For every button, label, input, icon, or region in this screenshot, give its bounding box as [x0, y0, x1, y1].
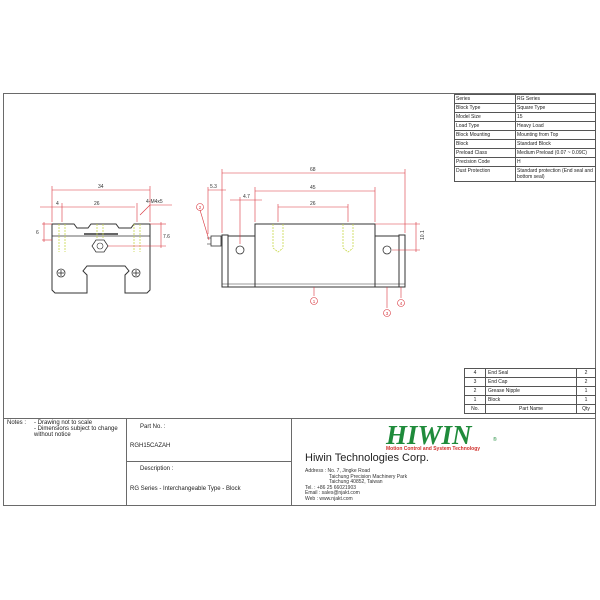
- svg-text:5.3: 5.3: [210, 184, 217, 190]
- drawing-frame: [3, 93, 596, 506]
- address-line: Taichung Precision Machinery Park: [329, 473, 408, 480]
- partno-description-divider: [126, 461, 291, 462]
- part-no-value: RGH15CAZAH: [130, 443, 171, 449]
- hiwin-logo: HIWIN: [386, 420, 472, 450]
- header-no: No.: [464, 404, 486, 414]
- header-part-name: Part Name: [485, 404, 577, 414]
- side-view: [207, 223, 406, 288]
- company-name: Hiwin Technologies Corp.: [305, 452, 429, 464]
- notes-label: Notes :: [7, 420, 27, 426]
- part-name: Grease Nipple: [485, 386, 577, 396]
- svg-text:6: 6: [36, 230, 39, 236]
- svg-text:10.1: 10.1: [420, 230, 426, 240]
- address-line: Address : No. 7, Jingke Road: [305, 468, 371, 474]
- part-no: 3: [464, 377, 486, 387]
- spec-value: Standard protection (End seal and bottom…: [515, 166, 596, 182]
- spec-label: Block Mounting: [454, 130, 516, 140]
- svg-text:68: 68: [310, 167, 316, 173]
- notes-line-3: without notice: [34, 432, 71, 438]
- notes-divider: [126, 418, 127, 506]
- spec-value: Medium Preload (0.07 ~ 0.09C): [515, 148, 596, 158]
- part-name: End Seal: [485, 368, 577, 378]
- part-no: 1: [464, 395, 486, 405]
- front-view-dim-labels: 34 26 4 4-M4x5 6 7.6: [36, 184, 170, 240]
- spec-label: Block: [454, 139, 516, 149]
- balloon-3: 3: [386, 311, 389, 316]
- spec-label: Block Type: [454, 103, 516, 113]
- part-qty: 1: [576, 395, 596, 405]
- spec-label: Model Size: [454, 112, 516, 122]
- spec-label: Load Type: [454, 121, 516, 131]
- description-label: Description :: [140, 466, 174, 472]
- balloon-1: 1: [313, 299, 316, 304]
- part-name: Block: [485, 395, 577, 405]
- svg-text:45: 45: [310, 185, 316, 191]
- spec-label: Series: [454, 94, 516, 104]
- description-value: RG Series - Interchangeable Type - Block: [130, 486, 241, 492]
- svg-text:26: 26: [310, 201, 316, 207]
- spec-value: Heavy Load: [515, 121, 596, 131]
- side-view-dim-labels: 68 45 26 5.3 4.7 10.1: [210, 167, 426, 240]
- part-no-label: Part No. :: [140, 424, 166, 430]
- part-no: 4: [464, 368, 486, 378]
- svg-text:4.7: 4.7: [243, 194, 250, 200]
- email-link[interactable]: Email : sales@njakt.com: [305, 490, 360, 496]
- part-no: 2: [464, 386, 486, 396]
- spec-value: H: [515, 157, 596, 167]
- header-qty: Qty: [576, 404, 596, 414]
- company-divider: [291, 418, 292, 506]
- tel-line: Tel. : +86 25 66021903: [305, 484, 357, 491]
- front-view-threads: [58, 224, 141, 252]
- spec-value: Standard Block: [515, 139, 596, 149]
- spec-label: Preload Class: [454, 148, 516, 158]
- registered-mark: ®: [493, 437, 497, 443]
- address-line: Taichung 40852, Taiwan: [329, 479, 383, 485]
- company-tagline: Motion Control and System Technology: [386, 446, 481, 452]
- notes-line-1: - Drawing not to scale: [34, 420, 93, 426]
- spec-value: Mounting from Top: [515, 130, 596, 140]
- web-link[interactable]: Web : www.njakt.com: [305, 495, 353, 502]
- balloon-labels: 2 1 3 4: [199, 205, 403, 316]
- spec-value: RG Series: [515, 94, 596, 104]
- svg-text:26: 26: [94, 201, 100, 207]
- side-view-dimensions: [196, 169, 420, 317]
- svg-text:4: 4: [56, 201, 59, 207]
- part-qty: 2: [576, 368, 596, 378]
- spec-value: Square Type: [515, 103, 596, 113]
- company-address: Address : No. 7, Jingke Road Taichung Pr…: [305, 468, 408, 502]
- spec-label: Precision Code: [454, 157, 516, 167]
- svg-text:7.6: 7.6: [163, 234, 170, 240]
- svg-text:4-M4x5: 4-M4x5: [146, 199, 163, 205]
- notes-line-2: - Dimensions subject to change: [34, 426, 118, 432]
- balloon-4: 4: [400, 301, 403, 306]
- part-name: End Cap: [485, 377, 577, 387]
- front-view: [51, 223, 151, 294]
- side-view-threads: [272, 224, 354, 253]
- part-qty: 1: [576, 386, 596, 396]
- balloon-2: 2: [199, 205, 202, 210]
- spec-value: 15: [515, 112, 596, 122]
- spec-label: Dust Protection: [454, 166, 516, 182]
- title-block-divider: [3, 418, 596, 419]
- front-view-dimensions: [40, 186, 172, 248]
- part-qty: 2: [576, 377, 596, 387]
- svg-text:34: 34: [98, 184, 104, 190]
